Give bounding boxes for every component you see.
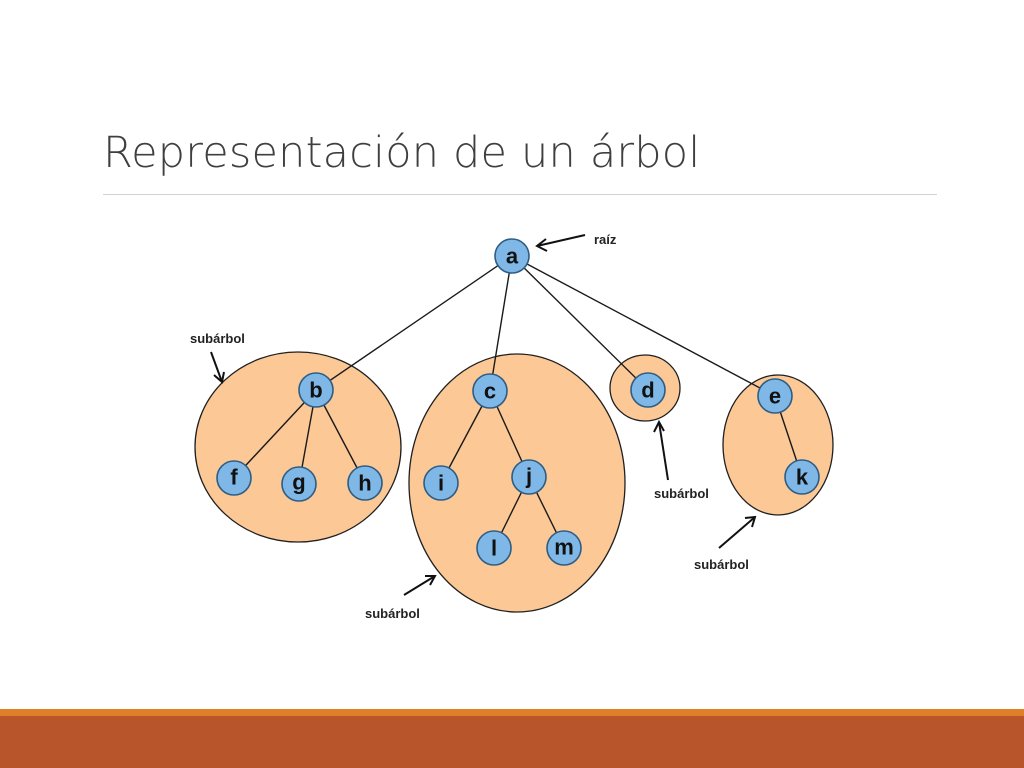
node-k-label: k <box>796 465 809 490</box>
node-i: i <box>423 465 459 501</box>
footer-bar <box>0 716 1024 768</box>
node-f-label: f <box>230 465 238 490</box>
node-m-label: m <box>554 535 574 560</box>
node-i-label: i <box>438 471 444 496</box>
node-e-label: e <box>769 384 781 409</box>
node-m: m <box>546 530 582 566</box>
node-k: k <box>784 459 820 495</box>
root-label: raíz <box>594 232 617 247</box>
node-b-label: b <box>309 378 322 403</box>
root-arrow <box>535 234 586 252</box>
node-d-label: d <box>641 378 654 403</box>
subtree-d-arrow <box>653 419 669 481</box>
edge-a-d <box>511 255 649 391</box>
node-d: d <box>630 372 666 408</box>
node-h: h <box>347 465 383 501</box>
node-j: j <box>511 459 547 495</box>
title-divider <box>103 194 937 195</box>
node-h-label: h <box>358 471 371 496</box>
edge-a-e <box>511 255 776 397</box>
node-b: b <box>298 372 334 408</box>
node-f: f <box>216 460 252 496</box>
node-a: a <box>494 238 530 274</box>
subtree-b-label: subárbol <box>190 331 245 346</box>
edge-b-f <box>233 389 317 479</box>
subtree-d-label: subárbol <box>654 486 709 501</box>
node-g: g <box>281 466 317 502</box>
subtree-b-region <box>194 351 402 543</box>
node-c-label: c <box>484 379 496 404</box>
node-c: c <box>472 373 508 409</box>
edge-a-b <box>315 255 513 391</box>
node-e: e <box>757 378 793 414</box>
accent-bar <box>0 709 1024 716</box>
node-a-label: a <box>506 244 519 269</box>
node-l-label: l <box>491 536 497 561</box>
subtree-b-arrow <box>210 351 225 384</box>
subtree-e-arrow <box>718 515 757 549</box>
node-l: l <box>476 530 512 566</box>
edge-a-c <box>489 255 513 392</box>
subtree-c-label: subárbol <box>365 606 420 621</box>
node-g-label: g <box>292 470 305 495</box>
subtree-e-label: subárbol <box>694 557 749 572</box>
node-j-label: j <box>525 464 532 489</box>
subtree-c-arrow <box>403 575 437 596</box>
slide-title: Representación de un árbol <box>103 128 701 178</box>
